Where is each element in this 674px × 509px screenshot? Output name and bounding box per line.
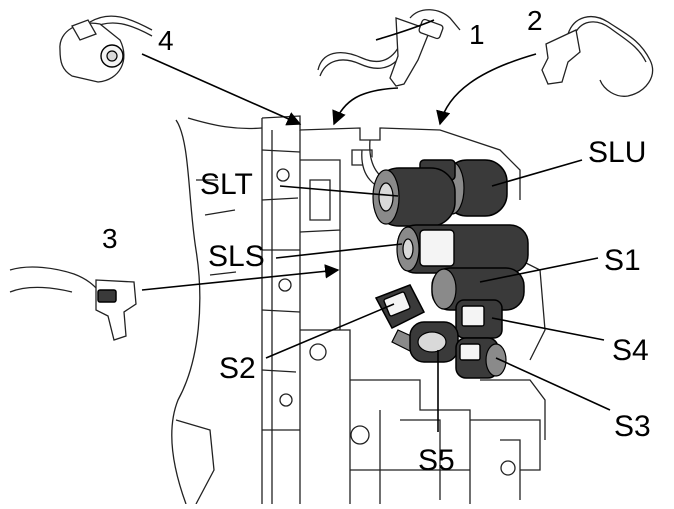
number-1: 1 [469, 19, 485, 50]
part-4-sensor [59, 15, 153, 83]
label-s5: S5 [418, 444, 455, 477]
label-slu: SLU [588, 136, 646, 169]
label-s4: S4 [612, 334, 649, 367]
callout-labels: SLU SLT SLS S1 S2 S4 S3 S5 1 2 3 4 [102, 5, 651, 477]
number-3: 3 [102, 223, 118, 254]
part-3-connector [9, 266, 137, 341]
label-s1: S1 [604, 244, 641, 277]
label-slt: SLT [200, 168, 253, 201]
leader-lines [141, 19, 611, 432]
number-4: 4 [158, 25, 174, 56]
part-1-sensor [317, 9, 461, 87]
part-2-sensor [541, 16, 654, 97]
solenoid-s3 [455, 337, 507, 379]
solenoid-slt [372, 167, 456, 227]
solenoid-s5 [409, 321, 459, 363]
label-sls: SLS [208, 240, 265, 273]
label-s3: S3 [614, 410, 651, 443]
transmission-housing [171, 115, 546, 505]
number-2: 2 [527, 5, 543, 36]
solenoid-s4 [455, 299, 503, 339]
label-s2: S2 [219, 352, 256, 385]
solenoid-sls [396, 224, 529, 274]
